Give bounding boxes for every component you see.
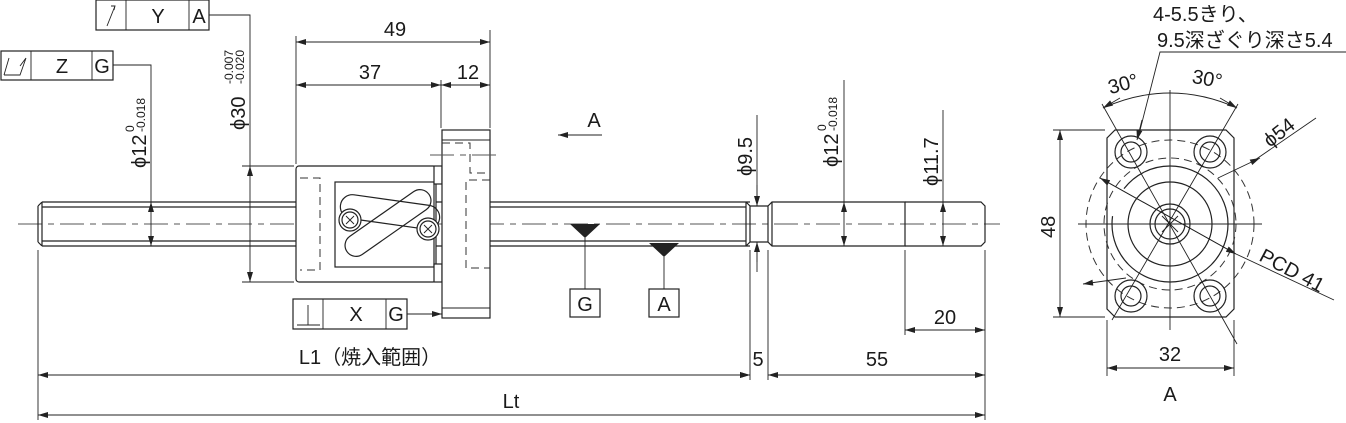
svg-text:5: 5 — [752, 349, 763, 371]
svg-text:0: 0 — [123, 125, 137, 132]
return-tube — [338, 189, 441, 257]
svg-text:20: 20 — [934, 307, 956, 329]
counterbore-note: 9.5深ざぐり深さ5.4 — [1157, 28, 1333, 52]
total-runout-tolerance: Z — [56, 56, 68, 78]
total-runout-frame: Z G — [0, 50, 152, 202]
perp-datum: G — [388, 304, 404, 326]
runout-icon — [106, 5, 116, 27]
svg-text:L1（焼入範囲）: L1（焼入範囲） — [299, 346, 441, 369]
svg-text:37: 37 — [359, 62, 381, 84]
runout-datum: A — [192, 6, 206, 28]
datum-a: A — [648, 243, 680, 318]
runout-tolerance: Y — [151, 6, 164, 28]
svg-text:ϕ30: ϕ30 — [228, 97, 250, 130]
svg-text:-0.007: -0.007 — [222, 50, 236, 84]
svg-text:ϕ12: ϕ12 — [821, 134, 843, 167]
svg-text:ϕ11.7: ϕ11.7 — [921, 137, 943, 186]
svg-text:12: 12 — [457, 62, 479, 84]
view-arrow: A — [558, 110, 602, 138]
perpendicularity-frame: X G — [292, 298, 442, 330]
svg-text:32: 32 — [1159, 344, 1181, 366]
datum-g: G — [569, 224, 601, 318]
svg-text:PCD 41: PCD 41 — [1256, 245, 1328, 297]
dim-end-dia: ϕ11.7 — [921, 110, 946, 246]
svg-text:-0.018: -0.018 — [134, 98, 148, 132]
svg-text:55: 55 — [866, 349, 888, 371]
svg-text:ϕ54: ϕ54 — [1260, 114, 1300, 152]
perp-tolerance: X — [349, 304, 362, 326]
svg-text:G: G — [577, 294, 593, 316]
dim-nut: 49 37 12 — [295, 19, 491, 164]
svg-text:A: A — [587, 110, 601, 132]
svg-text:-0.018: -0.018 — [826, 97, 840, 131]
dim-shaft-length: L1（焼入範囲） 5 55 20 Lt — [37, 250, 986, 420]
svg-text:Lt: Lt — [503, 391, 520, 413]
dim-nut-dia: ϕ30 -0.007 -0.020 — [222, 50, 294, 283]
svg-text:-0.020: -0.020 — [233, 50, 247, 84]
ball-nut — [295, 129, 502, 319]
total-runout-icon — [3, 57, 27, 76]
svg-text:48: 48 — [1038, 216, 1060, 238]
svg-text:0: 0 — [815, 124, 829, 131]
svg-text:ϕ9.5: ϕ9.5 — [735, 137, 757, 176]
dim-shaft-dia: ϕ12 0 -0.018 — [123, 98, 154, 246]
svg-text:A: A — [657, 294, 671, 316]
dim-journal-dia: ϕ12 0 -0.018 — [815, 80, 847, 246]
hole-note: 4-5.5きり、 — [1153, 4, 1258, 26]
svg-text:30°: 30° — [1190, 66, 1224, 93]
svg-text:49: 49 — [384, 19, 406, 41]
end-view: 4-5.5きり、 9.5深ざぐり深さ5.4 30° 30° ϕ54 PCD 41… — [1038, 4, 1346, 406]
bolt-holes — [1114, 135, 1227, 313]
svg-text:A: A — [1163, 384, 1177, 406]
runout-frame: Y A — [95, 0, 251, 166]
svg-text:30°: 30° — [1106, 70, 1141, 99]
svg-text:ϕ12: ϕ12 — [129, 135, 151, 168]
total-runout-datum: G — [94, 56, 110, 78]
perpendicularity-icon — [297, 305, 320, 326]
dim-neck-dia: ϕ9.5 — [735, 115, 760, 272]
